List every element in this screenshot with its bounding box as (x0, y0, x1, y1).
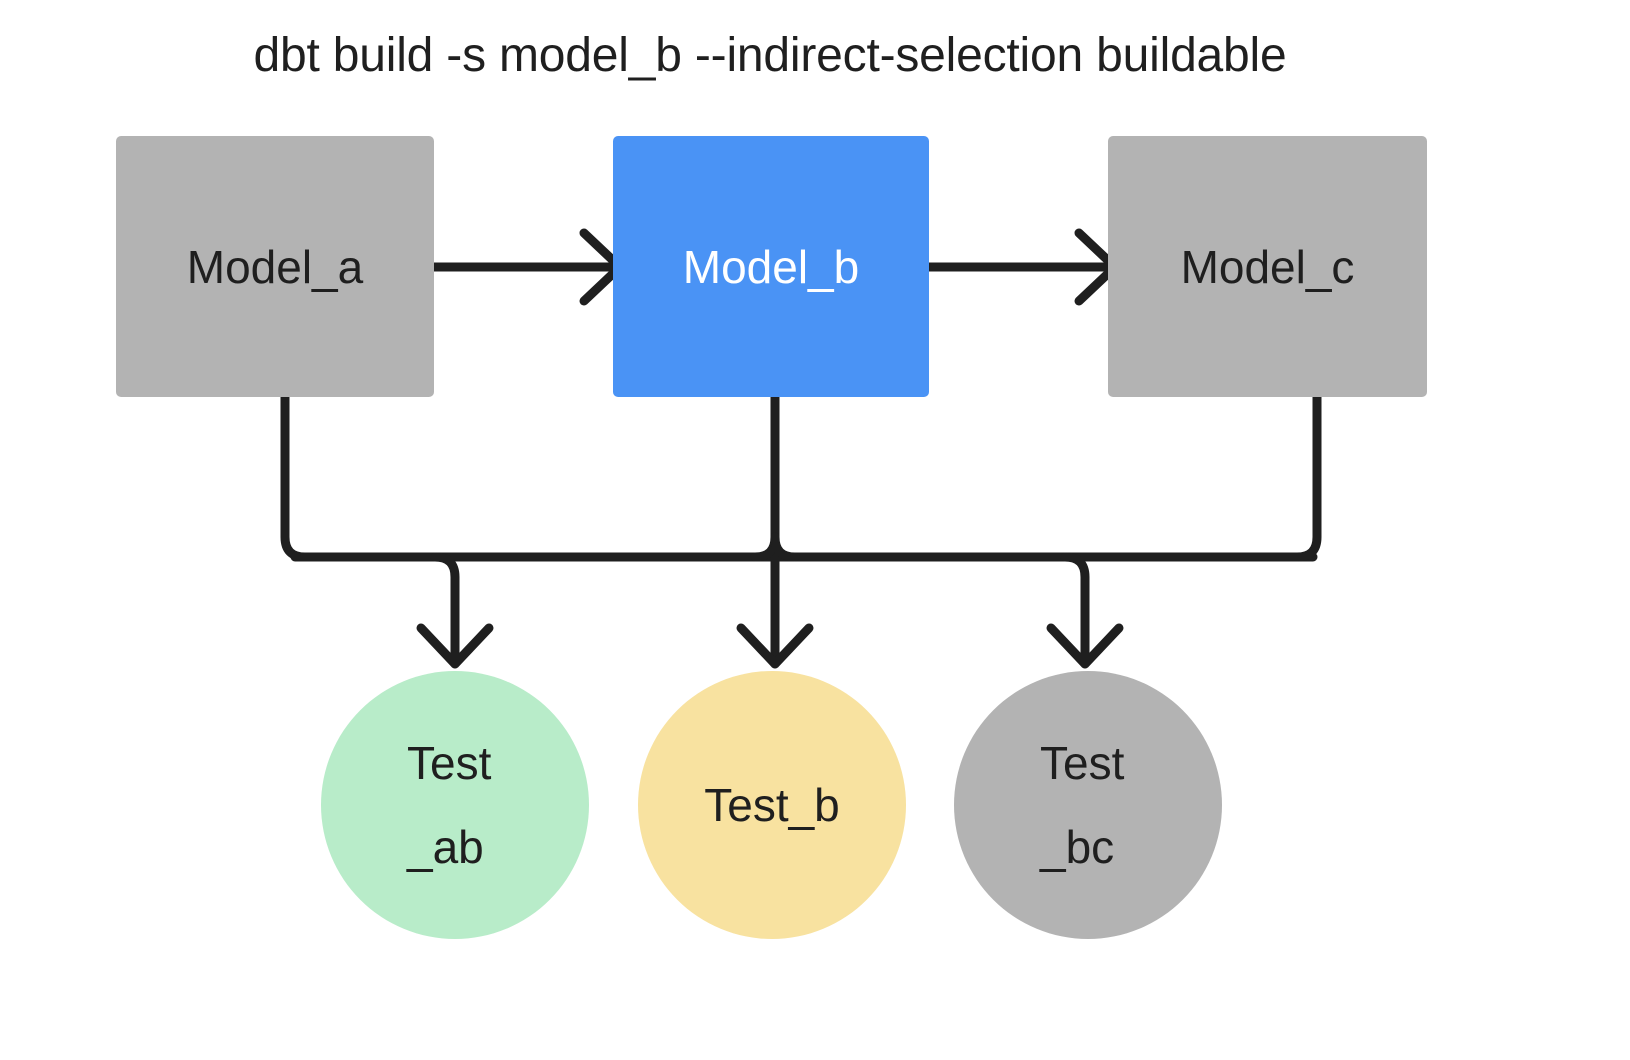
node-test-bc-label: Test _bc (954, 721, 1222, 889)
node-test-b-label: Test_b (638, 763, 906, 847)
edge-model-c-bus (290, 392, 1322, 562)
node-model-a[interactable]: Model_a (116, 136, 434, 397)
edge-bus-to-test-ab-line (430, 552, 460, 669)
node-model-a-label: Model_a (186, 241, 364, 293)
node-test-ab-label-line2: _ab (407, 821, 484, 873)
edge-bus-to-test-ab-arrowhead (416, 623, 494, 669)
edge-model-b-to-test-b-arrowhead (736, 623, 814, 669)
node-test-ab-label-line1: Test (407, 737, 492, 789)
edge-bus-to-test-bc-line (1060, 552, 1090, 669)
node-model-c-label: Model_c (1180, 241, 1355, 293)
node-test-ab[interactable]: Test _ab (321, 671, 589, 939)
node-test-bc-label-line2: _bc (1040, 821, 1115, 873)
node-test-b[interactable]: Test_b (638, 671, 906, 939)
node-test-b-label-line1: Test_b (704, 779, 840, 831)
edge-model-a-bus (280, 392, 1318, 562)
node-test-bc-label-line1: Test (1040, 737, 1125, 789)
node-model-b[interactable]: Model_b (613, 136, 929, 397)
node-test-ab-label: Test _ab (321, 721, 589, 889)
edge-bus-to-test-bc-arrowhead (1046, 623, 1124, 669)
node-model-c[interactable]: Model_c (1108, 136, 1427, 397)
junction-fillet-right (770, 532, 800, 562)
node-test-bc[interactable]: Test _bc (954, 671, 1222, 939)
node-model-b-label: Model_b (682, 241, 860, 293)
page-title: dbt build -s model_b --indirect-selectio… (253, 29, 1287, 82)
